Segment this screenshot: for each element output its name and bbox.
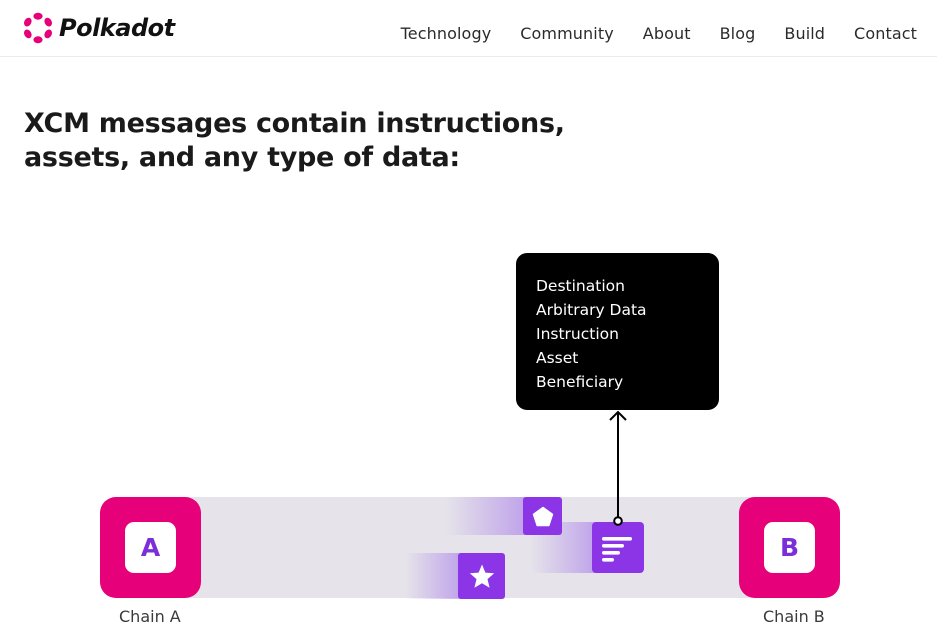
nav-contact[interactable]: Contact: [854, 24, 917, 43]
motion-trail: [445, 497, 525, 535]
chain-a-letter: A: [125, 522, 176, 573]
field-asset: Asset: [536, 349, 579, 367]
message-contents-tooltip: Destination Arbitrary Data Instruction A…: [516, 253, 719, 410]
chain-a-node: A: [100, 497, 201, 598]
data-token: [458, 553, 505, 599]
star-icon: [469, 564, 494, 588]
xcm-message-token: [592, 522, 644, 573]
site-header: Polkadot Technology Community About Blog…: [0, 0, 937, 57]
connector-arrow: [609, 410, 627, 526]
nav-about[interactable]: About: [642, 24, 691, 43]
asset-token: [523, 497, 562, 535]
main-nav: Technology Community About Blog Build Co…: [401, 24, 917, 43]
brand-name: Polkadot: [59, 14, 175, 42]
message-icon: [602, 536, 632, 562]
nav-community[interactable]: Community: [520, 24, 614, 43]
chain-b-label: Chain B: [763, 607, 825, 626]
field-instruction: Instruction: [536, 325, 619, 343]
section-headline: XCM messages contain instructions, asset…: [24, 108, 565, 173]
chain-b-letter: B: [764, 522, 815, 573]
motion-trail: [405, 553, 461, 599]
field-arbitrary-data: Arbitrary Data: [536, 301, 647, 319]
chain-b-node: B: [739, 497, 840, 598]
nav-technology[interactable]: Technology: [400, 24, 492, 43]
field-beneficiary: Beneficiary: [536, 373, 624, 391]
nav-blog[interactable]: Blog: [719, 24, 756, 43]
nav-build[interactable]: Build: [784, 24, 826, 43]
brand-logo-link[interactable]: Polkadot: [22, 12, 175, 44]
polkadot-logo-icon: [23, 12, 53, 44]
chain-a-label: Chain A: [119, 607, 181, 626]
field-destination: Destination: [536, 277, 625, 295]
pentagon-icon: [532, 506, 553, 526]
